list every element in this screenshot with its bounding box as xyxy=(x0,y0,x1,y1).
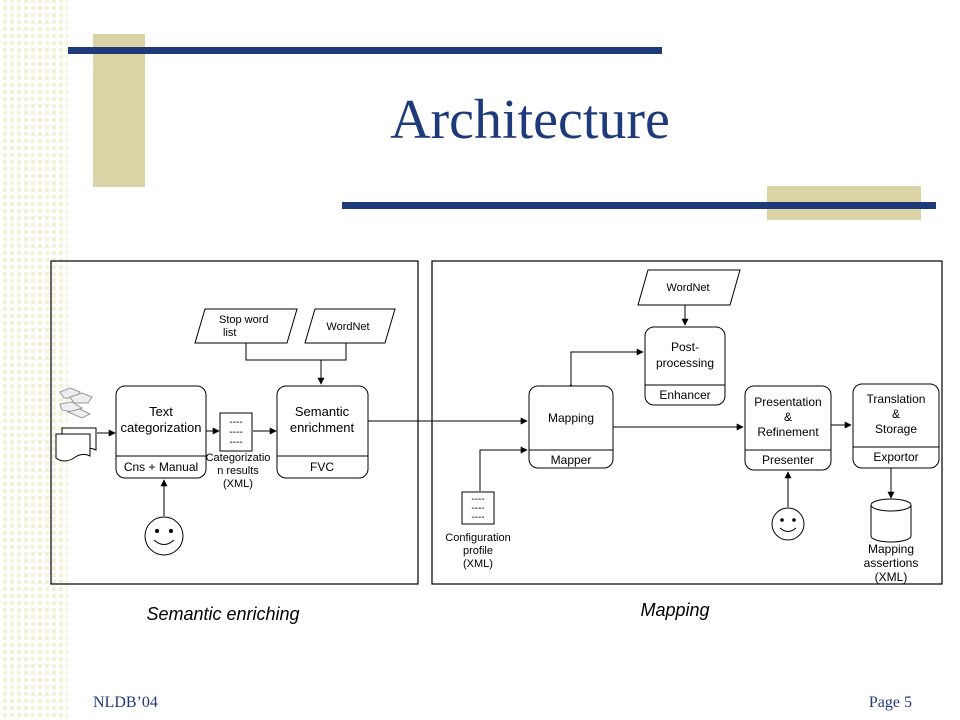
cat-doc-line-2: ---- xyxy=(229,427,242,438)
config-doc-line-1: ---- xyxy=(471,494,484,505)
slide-title: Architecture xyxy=(390,89,670,151)
mapping-assertions-database-icon xyxy=(870,498,912,543)
translation-label-1: Translation xyxy=(867,392,926,406)
mapping-assertions-label-2: assertions xyxy=(864,556,919,570)
mapping-assertions-label-1: Mapping xyxy=(868,542,914,556)
wordnet-left-input xyxy=(304,308,396,344)
translation-footer: Exportor xyxy=(873,450,918,464)
presentation-label-2: & xyxy=(784,410,792,424)
presentation-footer: Presenter xyxy=(762,453,814,467)
categorization-results-label-2: n results xyxy=(217,465,259,477)
mapping-box-label: Mapping xyxy=(548,411,594,425)
footer-left: NLDB’04 xyxy=(93,694,158,711)
translation-label-2: & xyxy=(892,407,900,421)
text-categorization-box xyxy=(115,385,207,479)
stop-word-list-label-2: list xyxy=(223,327,236,339)
presentation-label-1: Presentation xyxy=(754,395,821,409)
categorization-results-document xyxy=(219,412,253,452)
semantic-enriching-caption: Semantic enriching xyxy=(146,604,299,624)
presentation-refinement-box xyxy=(744,385,832,471)
configuration-profile-label-2: profile xyxy=(463,545,493,557)
cat-doc-line-1: ---- xyxy=(229,417,242,428)
wordnet-left-label: WordNet xyxy=(326,321,369,333)
mapping-panel xyxy=(431,260,943,585)
post-processing-label-2: processing xyxy=(656,356,714,370)
semantic-enrichment-footer: FVC xyxy=(310,460,334,474)
translation-label-3: Storage xyxy=(875,422,917,436)
text-categorization-footer: Cns + Manual xyxy=(124,460,198,474)
mapping-post-connector xyxy=(567,348,644,391)
left-decorative-strip xyxy=(0,0,68,720)
user-right-smiley-icon xyxy=(771,507,805,541)
stop-word-list-input xyxy=(194,308,298,344)
configuration-profile-label-3: (XML) xyxy=(463,558,493,570)
semantic-enrichment-label-1: Semantic xyxy=(295,404,350,419)
post-processing-footer: Enhancer xyxy=(659,388,710,402)
navy-bar-bottom xyxy=(342,202,936,209)
configuration-profile-label-1: Configuration xyxy=(445,532,510,544)
categorization-results-label-3: (XML) xyxy=(223,478,253,490)
stopword-connector xyxy=(245,343,321,361)
presentation-label-3: Refinement xyxy=(757,425,819,439)
config-to-mapping-arrow xyxy=(479,446,528,491)
text-categorization-label-2: categorization xyxy=(121,420,202,435)
semantic-enriching-panel xyxy=(50,260,419,585)
wordnet-connector xyxy=(317,343,347,385)
configuration-profile-document xyxy=(461,491,495,525)
documents-input-icon xyxy=(55,387,97,462)
text-categorization-label-1: Text xyxy=(149,404,173,419)
mapping-box-footer: Mapper xyxy=(551,453,592,467)
wordnet-right-input xyxy=(637,269,741,306)
mapping-assertions-label-3: (XML) xyxy=(875,570,908,584)
user-left-smiley-icon xyxy=(144,516,184,556)
cat-doc-line-3: ---- xyxy=(229,437,242,448)
categorization-results-label-1: Categorizatio xyxy=(206,452,271,464)
config-doc-line-3: ---- xyxy=(471,512,484,523)
mapping-caption: Mapping xyxy=(640,600,709,620)
semantic-enrichment-box xyxy=(276,385,369,479)
footer-page-number: Page 5 xyxy=(868,694,912,711)
navy-bar-top xyxy=(68,47,662,54)
tan-block-top-left xyxy=(93,34,145,187)
stop-word-list-label-1: Stop word xyxy=(219,314,269,326)
wordnet-right-label: WordNet xyxy=(666,282,709,294)
post-processing-label-1: Post- xyxy=(671,340,699,354)
semantic-enrichment-label-2: enrichment xyxy=(290,420,355,435)
config-doc-line-2: ---- xyxy=(471,503,484,514)
